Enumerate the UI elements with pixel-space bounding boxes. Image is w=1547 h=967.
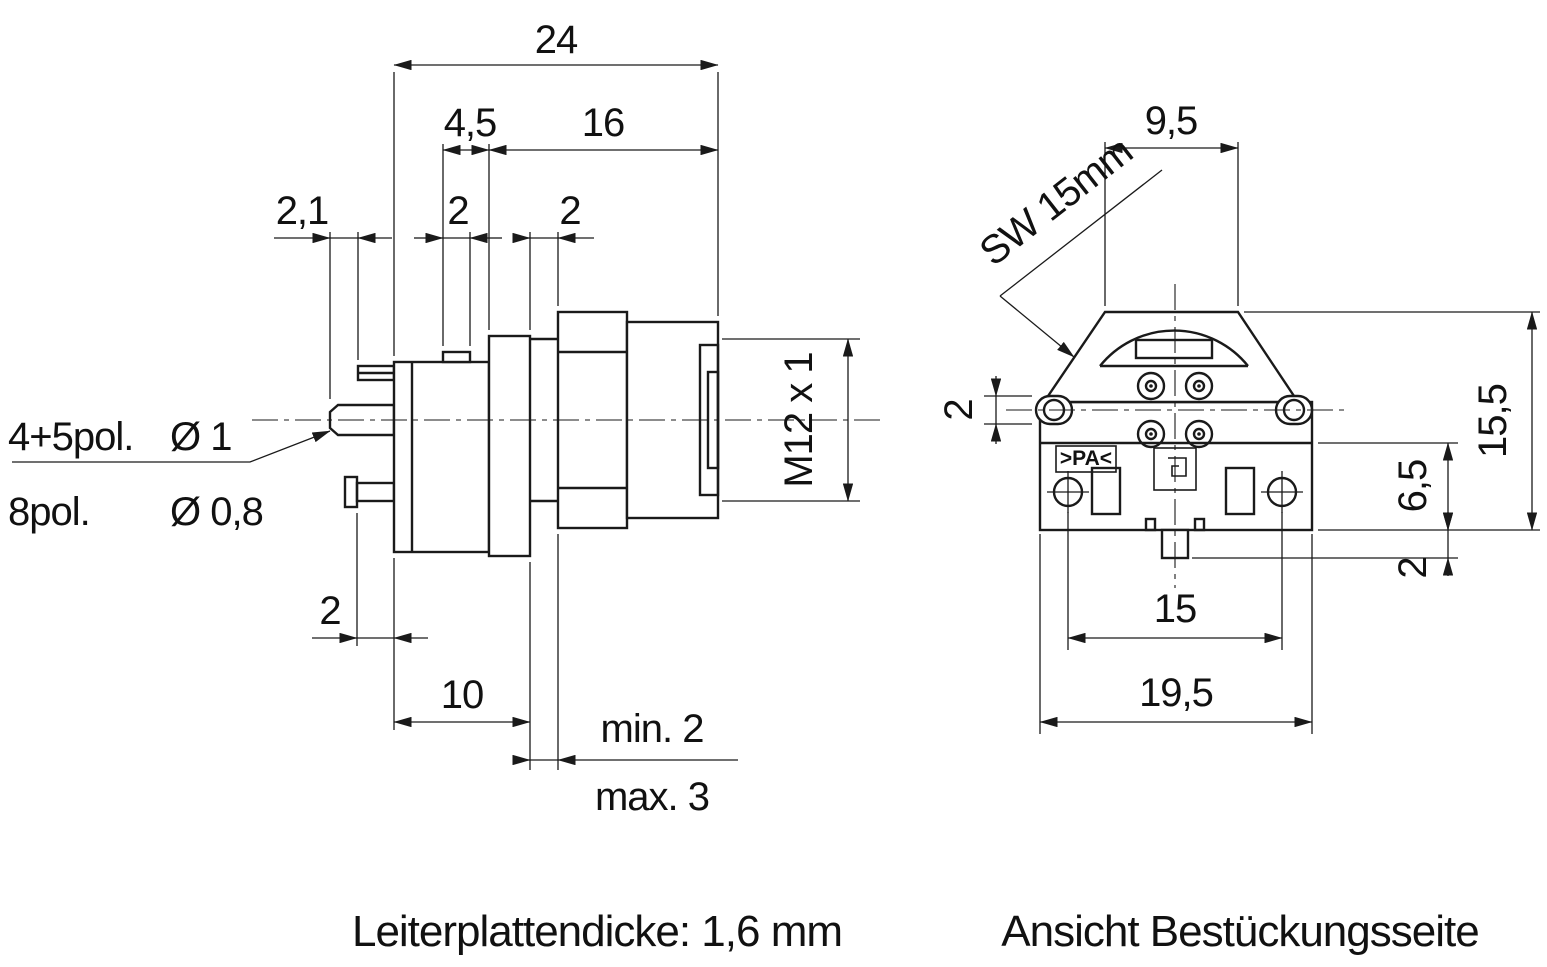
contact-dot (1149, 432, 1153, 436)
contact-outer (1136, 371, 1166, 401)
dim-label-max3: max. 3 (595, 775, 709, 819)
dim-small-row: 2,1 2 2 (274, 189, 594, 399)
lower-pin (355, 481, 396, 503)
keyway (1134, 338, 1214, 360)
slot-right (1224, 466, 1256, 516)
leader-line (999, 169, 1163, 297)
dim-label-2-1: 2,1 (276, 189, 329, 233)
dim-label-4-5: 4,5 (444, 101, 497, 145)
dim-label-15: 15 (1154, 587, 1197, 631)
right-view: >PA< (937, 99, 1540, 734)
dim-total-width: 19,5 (1039, 534, 1313, 734)
dim-label-2c: 2 (319, 589, 340, 633)
bottom-notch-right (1193, 517, 1206, 532)
pin-note-45-label: 4+5pol. (8, 415, 133, 459)
dim-label-10: 10 (441, 673, 484, 717)
pin-note-8-dia: Ø 0,8 (170, 490, 263, 534)
material-symbol-glyph (1168, 457, 1187, 477)
dim-front-and-thread: 4,5 16 (442, 101, 719, 346)
dim-label-2a: 2 (447, 189, 468, 233)
rear-body (392, 360, 491, 554)
dim-lower-height: 6,5 (1318, 442, 1458, 531)
contact-outer (1184, 419, 1214, 449)
dim-pin-row-offset: 2 (312, 513, 428, 730)
pin-note-8-label: 8pol. (8, 490, 90, 534)
left-view-part (328, 310, 720, 558)
dim-panel-thickness: min. 2 max. 3 (512, 534, 738, 819)
pa-marking-text: >PA< (1060, 447, 1112, 470)
dim-thread-size: M12 x 1 (722, 338, 860, 502)
leader-arrow (999, 295, 1075, 358)
dim-label-2-tab: 2 (1391, 557, 1435, 578)
dim-total-length: 24 (393, 18, 719, 356)
dim-label-6-5: 6,5 (1391, 460, 1435, 513)
contact-dot (1149, 384, 1153, 388)
dim-label-2b: 2 (559, 189, 580, 233)
contact-3 (1136, 419, 1166, 449)
contact-outer (1136, 419, 1166, 449)
dim-label-19-5: 19,5 (1139, 671, 1213, 715)
dim-label-16: 16 (582, 101, 625, 145)
peg-left (1047, 471, 1089, 513)
caption-pcb-thickness: Leiterplattendicke: 1,6 mm (352, 907, 842, 956)
pin-note: 4+5pol. Ø 1 8pol. Ø 0,8 (8, 415, 331, 534)
dim-ear-height: 2 (937, 376, 1032, 444)
dim-label-9-5: 9,5 (1145, 99, 1198, 143)
dim-label-24: 24 (535, 18, 578, 62)
contact-outer (1184, 371, 1214, 401)
dim-tab-depth: 2 (1192, 512, 1458, 579)
dim-label-15-5: 15,5 (1471, 384, 1515, 458)
peg-right (1261, 471, 1303, 513)
contact-inner (1192, 379, 1206, 393)
contact-1 (1136, 371, 1166, 401)
dim-total-height: 15,5 (1244, 311, 1540, 531)
top-tab (441, 350, 472, 364)
contact-inner (1192, 427, 1206, 441)
right-view-part: >PA< (1034, 310, 1314, 560)
slot-left (1090, 466, 1122, 516)
dim-label-2-ear: 2 (937, 399, 981, 420)
contact-4 (1184, 419, 1214, 449)
dim-label-min2: min. 2 (601, 707, 704, 751)
pin-note-leader (12, 430, 331, 463)
flange (487, 334, 532, 558)
caption-view-name: Ansicht Bestückungsseite (1001, 907, 1478, 956)
dim-top-width: 9,5 (1104, 99, 1239, 306)
pa-marking-box (1055, 445, 1117, 473)
pin-note-45-dia: Ø 1 (170, 415, 231, 459)
dim-body-length: 10 (393, 562, 531, 770)
dim-peg-spacing: 15 (1067, 512, 1283, 650)
bottom-notch-left (1144, 517, 1157, 532)
dim-label-m12: M12 x 1 (777, 352, 821, 487)
lower-pin-cap (343, 475, 359, 509)
left-view: 24 4,5 16 2,1 (8, 18, 880, 819)
contact-inner (1144, 379, 1158, 393)
contact-2 (1184, 371, 1214, 401)
contact-dot (1197, 384, 1201, 388)
contact-inner (1144, 427, 1158, 441)
contact-dot (1197, 432, 1201, 436)
